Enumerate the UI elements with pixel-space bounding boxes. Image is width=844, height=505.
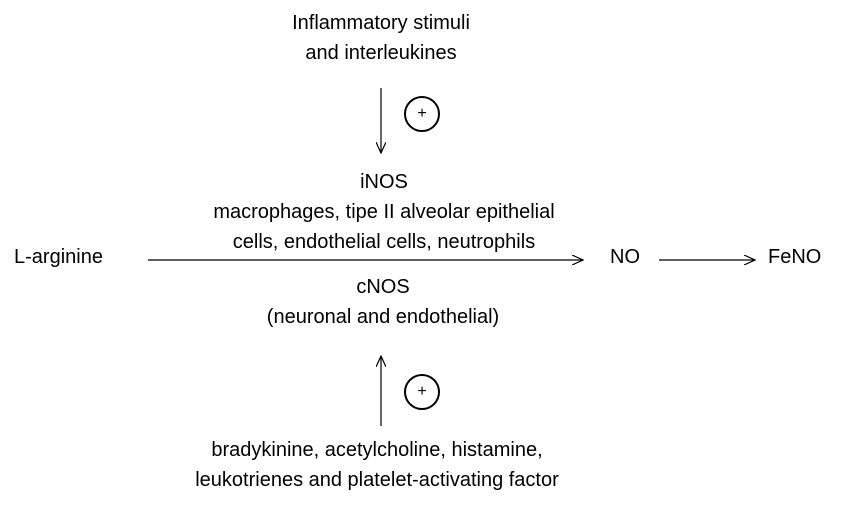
top-stimulation-plus-icon: + [404, 96, 440, 132]
bottom-stimulation-plus-icon: + [404, 374, 440, 410]
mediators-line-1: bradykinine, acetylcholine, histamine, [211, 439, 543, 461]
inos-title: iNOS [360, 171, 408, 193]
mediators-line-2: leukotrienes and platelet-activating fac… [195, 469, 559, 491]
inos-block: iNOS macrophages, tipe II alveolar epith… [213, 167, 554, 257]
inflammatory-stimuli-line-2: and interleukines [305, 42, 457, 64]
l-arginine-label: L-arginine [14, 246, 103, 268]
cnos-types: (neuronal and endothelial) [266, 306, 500, 328]
cnos-block: cNOS (neuronal and endothelial) [267, 272, 499, 332]
inflammatory-stimuli-label: Inflammatory stimuli and interleukines [292, 8, 470, 68]
no-label: NO [610, 246, 640, 268]
feno-label: FeNO [768, 246, 822, 268]
inos-cells-line-2: cells, endothelial cells, neutrophils [232, 231, 536, 253]
inflammatory-stimuli-line-1: Inflammatory stimuli [292, 12, 470, 34]
cnos-title: cNOS [356, 276, 410, 298]
mediators-label: bradykinine, acetylcholine, histamine, l… [195, 435, 559, 495]
inos-cells-line-1: macrophages, tipe II alveolar epithelial [213, 201, 555, 223]
